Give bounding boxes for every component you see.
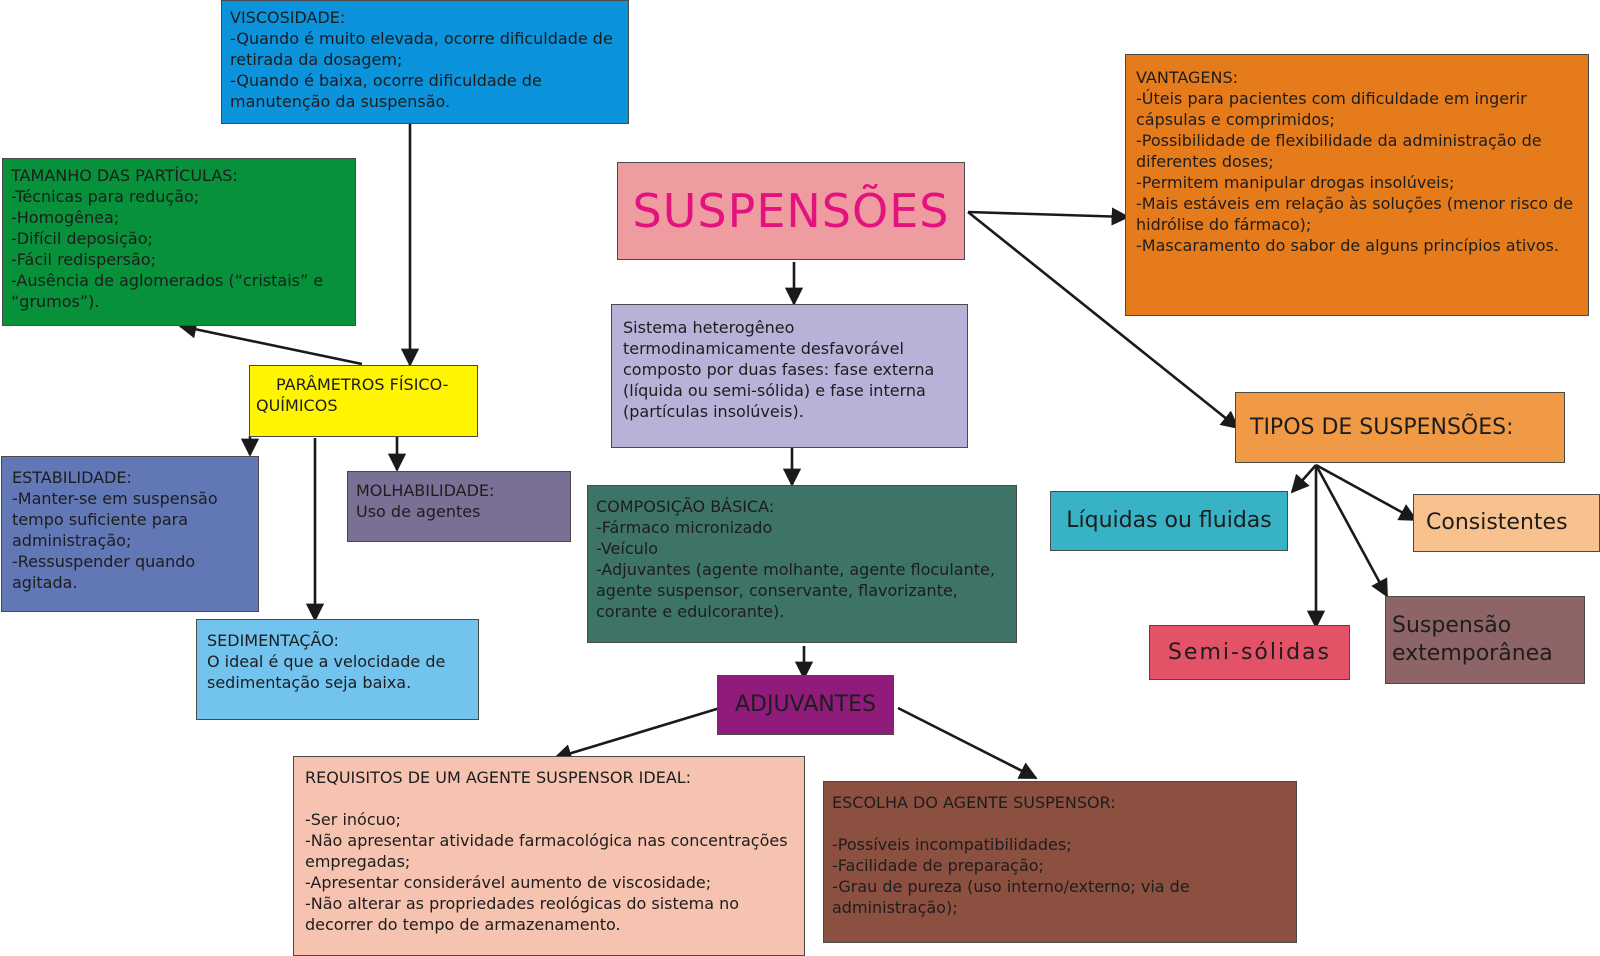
composicao-line: -Fármaco micronizado (596, 518, 773, 537)
composicao-heading: COMPOSIÇÃO BÁSICA: (596, 497, 775, 516)
tipo-extemporanea-label: Suspensão extemporânea (1392, 613, 1553, 666)
vantagens-box: VANTAGENS: -Úteis para pacientes com dif… (1125, 54, 1589, 316)
tamanho-heading: TAMANHO DAS PARTÍCULAS: (11, 166, 238, 185)
tipo-semisolidas-label: Semi-sólidas (1167, 639, 1332, 665)
adjuvantes-label: ADJUVANTES (734, 692, 877, 717)
molhabilidade-heading: MOLHABILIDADE: (356, 481, 495, 500)
requisitos-line: -Ser inócuo; (305, 810, 401, 829)
tamanho-line: -Difícil deposição; (11, 229, 153, 248)
sedimentacao-box: SEDIMENTAÇÃO: O ideal é que a velocidade… (196, 619, 479, 720)
molhabilidade-line: Uso de agentes (356, 502, 481, 521)
requisitos-line: -Apresentar considerável aumento de visc… (305, 873, 712, 892)
composicao-line: -Adjuvantes (agente molhante, agente flo… (596, 560, 995, 621)
tamanho-line: -Ausência de aglomerados (“cristais” e “… (11, 271, 324, 311)
spacer (305, 788, 793, 809)
requisitos-heading: REQUISITOS DE UM AGENTE SUSPENSOR IDEAL: (305, 768, 692, 787)
vantagens-line: -Úteis para pacientes com dificuldade em… (1136, 89, 1527, 129)
tamanho-line: -Técnicas para redução; (11, 187, 200, 206)
composicao-box: COMPOSIÇÃO BÁSICA: -Fármaco micronizado … (587, 485, 1017, 643)
viscosidade-line: -Quando é muito elevada, ocorre dificuld… (230, 29, 613, 69)
arrow-title-to-vantagens (967, 207, 1130, 226)
arrow-tipos-to-liquidas (1290, 464, 1317, 494)
estabilidade-line: -Manter-se em suspensão tempo suficiente… (12, 489, 218, 550)
vantagens-line: -Permitem manipular drogas insolúveis; (1136, 173, 1455, 192)
title-box: SUSPENSÕES (617, 162, 965, 260)
escolha-line: -Possíveis incompatibilidades; (832, 835, 1072, 854)
tipo-semisolidas-box: Semi-sólidas (1149, 625, 1350, 680)
parametros-label: PARÂMETROS FÍSICO-QUÍMICOS (256, 375, 449, 415)
molhabilidade-box: MOLHABILIDADE: Uso de agentes (347, 471, 571, 542)
escolha-line: -Facilidade de preparação; (832, 856, 1044, 875)
arrow-title-to-tipos (967, 210, 1240, 430)
estabilidade-line: -Ressuspender quando agitada. (12, 552, 196, 592)
composicao-line: -Veículo (596, 539, 658, 558)
tipos-label: TIPOS DE SUSPENSÕES: (1250, 414, 1514, 440)
arrow-tipos-to-extemporanea (1314, 464, 1389, 598)
vantagens-heading: VANTAGENS: (1136, 68, 1239, 87)
diagram-title: SUSPENSÕES (632, 183, 950, 238)
tamanho-line: -Fácil redispersão; (11, 250, 156, 269)
tipo-liquidas-label: Líquidas ou fluidas (1066, 508, 1272, 533)
arrow-tipos-to-consistentes (1315, 463, 1418, 522)
estabilidade-box: ESTABILIDADE: -Manter-se em suspensão te… (1, 456, 259, 612)
vantagens-line: -Mascaramento do sabor de alguns princíp… (1136, 236, 1559, 255)
tipo-consistentes-box: Consistentes (1413, 494, 1600, 552)
requisitos-line: -Não apresentar atividade farmacológica … (305, 831, 788, 871)
viscosidade-box: VISCOSIDADE: -Quando é muito elevada, oc… (221, 0, 629, 124)
requisitos-line: -Não alterar as propriedades reológicas … (305, 894, 740, 934)
parametros-box: PARÂMETROS FÍSICO-QUÍMICOS (249, 365, 478, 437)
requisitos-box: REQUISITOS DE UM AGENTE SUSPENSOR IDEAL:… (293, 756, 805, 956)
tamanho-particulas-box: TAMANHO DAS PARTÍCULAS: -Técnicas para r… (2, 158, 356, 326)
definition-box: Sistema heterogêneo termodinamicamente d… (611, 304, 968, 448)
adjuvantes-box: ADJUVANTES (717, 675, 894, 735)
sedimentacao-line: O ideal é que a velocidade de sedimentaç… (207, 652, 446, 692)
estabilidade-heading: ESTABILIDADE: (12, 468, 132, 487)
tipo-liquidas-box: Líquidas ou fluidas (1050, 491, 1288, 551)
vantagens-line: -Possibilidade de flexibilidade da admin… (1136, 131, 1542, 171)
arrow-adjuvantes-to-escolha (897, 706, 1038, 780)
arrow-adjuvantes-to-requisitos (553, 706, 721, 762)
tipos-box: TIPOS DE SUSPENSÕES: (1235, 392, 1565, 463)
viscosidade-heading: VISCOSIDADE: (230, 8, 346, 27)
tipo-consistentes-label: Consistentes (1426, 510, 1568, 535)
arrow-parametros-to-tamanho (178, 320, 363, 366)
tamanho-line: -Homogênea; (11, 208, 120, 227)
escolha-line: -Grau de pureza (uso interno/externo; vi… (832, 877, 1190, 917)
escolha-heading: ESCOLHA DO AGENTE SUSPENSOR: (832, 793, 1116, 812)
escolha-box: ESCOLHA DO AGENTE SUSPENSOR: -Possíveis … (823, 781, 1297, 943)
definition-text: Sistema heterogêneo termodinamicamente d… (623, 318, 935, 421)
viscosidade-line: -Quando é baixa, ocorre dificuldade de m… (230, 71, 542, 111)
vantagens-line: -Mais estáveis em relação às soluções (m… (1136, 194, 1574, 234)
spacer (832, 813, 1288, 834)
sedimentacao-heading: SEDIMENTAÇÃO: (207, 631, 339, 650)
tipo-extemporanea-box: Suspensão extemporânea (1385, 596, 1585, 684)
